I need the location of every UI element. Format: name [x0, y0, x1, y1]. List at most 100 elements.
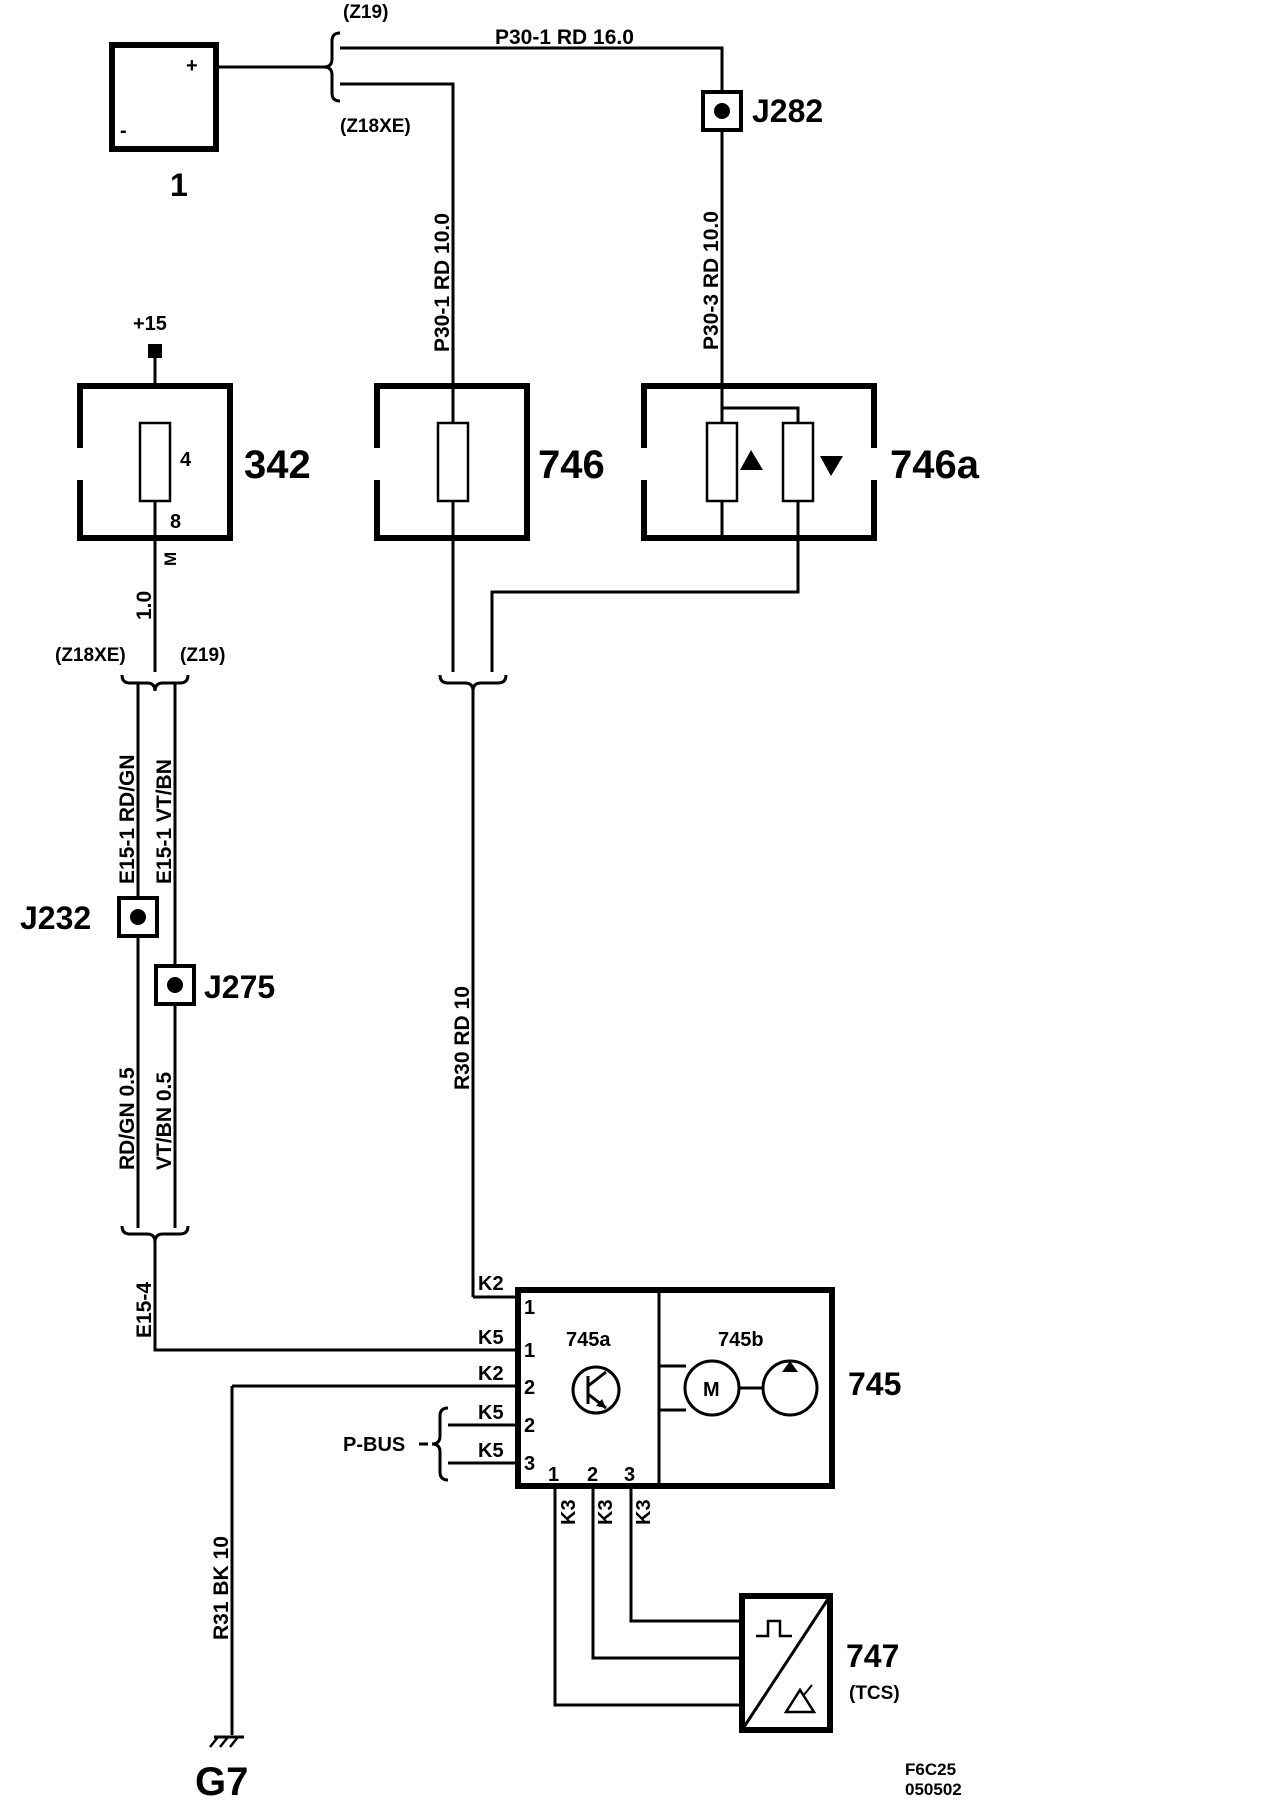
- unit-745-left-pins: K2 1 K5 1 K2 2 K5 2 K5 3: [232, 1273, 535, 1475]
- fuse-746: 746: [368, 383, 605, 541]
- relay-746a: 746a: [635, 383, 980, 541]
- pbus-label: P-BUS: [343, 1434, 405, 1456]
- wire-label-e15-vtbn: E15-1 VT/BN: [153, 759, 176, 884]
- ground-g7-label: G7: [195, 1760, 248, 1800]
- variant-brace-top: [323, 31, 341, 103]
- unit-745-bottom-pins: 1 2 3 K3 K3 K3: [548, 1464, 655, 1525]
- battery: + - 1: [109, 42, 219, 203]
- battery-minus-label: -: [120, 120, 127, 142]
- fuse-746-id: 746: [538, 443, 605, 487]
- sensor-747-sub: (TCS): [849, 1683, 900, 1704]
- pin-num-k3-2: 2: [587, 1464, 598, 1486]
- pin-conn-k2-1: K2: [478, 1273, 504, 1295]
- unit-745-id: 745: [848, 1366, 901, 1402]
- arrow-up-icon: [740, 450, 763, 470]
- fuse-746-gap-left: [368, 448, 386, 480]
- unit-745b-label: 745b: [718, 1329, 764, 1351]
- pin-conn-k5-3: K5: [478, 1440, 504, 1462]
- sensor-747: 747 (TCS): [739, 1593, 900, 1733]
- sensor-747-diagonal: [740, 1595, 832, 1731]
- wire-p30-1-10: [340, 82, 455, 384]
- variant-brace-mid: [120, 674, 190, 692]
- wire-label-r31: R31 BK 10: [210, 1536, 233, 1640]
- fuse-342-element: [138, 421, 172, 503]
- wire-e15-4: [153, 1242, 516, 1352]
- junction-j282: J282: [701, 90, 823, 132]
- ground-icon: [209, 1735, 244, 1748]
- wire-label-left-vertical: P30-1 RD 10.0: [431, 213, 454, 352]
- junction-j275-box: [154, 964, 196, 1006]
- pbus-brace: [431, 1406, 449, 1482]
- wire-k3-1: [553, 1488, 742, 1707]
- arrow-down-icon: [820, 456, 843, 476]
- junction-j282-label: J282: [752, 93, 823, 129]
- wire-label-right-vertical: P30-3 RD 10.0: [700, 211, 723, 350]
- wire-label-rdgn-05: RD/GN 0.5: [116, 1067, 139, 1170]
- pin-conn-k3-1: K3: [558, 1499, 580, 1525]
- motor-label: M: [703, 1379, 720, 1401]
- wire-k3-3: [629, 1488, 742, 1623]
- junction-j232-dot: [130, 909, 146, 925]
- relay-746a-element-up: [705, 421, 739, 503]
- ign-supply-label: +15: [133, 313, 167, 335]
- fuse-342-id: 342: [244, 443, 311, 487]
- junction-j282-dot: [714, 103, 730, 119]
- variant-top-z19: (Z19): [343, 2, 388, 23]
- variant-top-z18xe: (Z18XE): [340, 116, 411, 137]
- battery-plus-label: +: [186, 55, 198, 77]
- footer-date: 050502: [905, 1780, 962, 1799]
- pin-num-k2-1: 1: [524, 1297, 535, 1319]
- fuse-342-marker: M: [161, 552, 180, 566]
- relay-746a-gap-left: [635, 448, 653, 480]
- pin-conn-k5-2: K5: [478, 1402, 504, 1424]
- fuse-342-pin-top: 4: [180, 449, 192, 471]
- wire-label-top-horizontal: P30-1 RD 16.0: [495, 26, 634, 49]
- relay-746a-element-down: [781, 421, 815, 503]
- pin-num-k5-1: 1: [524, 1340, 535, 1362]
- transistor-icon: [571, 1365, 621, 1415]
- pump-arrow-icon: [782, 1361, 798, 1372]
- fuse-342-gap-left: [71, 448, 89, 480]
- wire-label-r30: R30 RD 10: [451, 986, 474, 1090]
- pin-num-k5-2: 2: [524, 1415, 535, 1437]
- wire-label-e15-4: E15-4: [133, 1282, 156, 1338]
- wire-p30-1-16: [340, 46, 724, 96]
- relay-746a-id: 746a: [890, 443, 980, 487]
- wire-label-vtbn-05: VT/BN 0.5: [153, 1072, 176, 1170]
- sensor-747-id: 747: [846, 1638, 899, 1674]
- pin-conn-k5-1: K5: [478, 1327, 504, 1349]
- variant-mid-z18xe: (Z18XE): [55, 645, 126, 666]
- junction-j275: J275: [154, 964, 275, 1006]
- pin-conn-k3-2: K3: [595, 1499, 617, 1525]
- fuse-342: 4 8 342: [71, 383, 311, 541]
- variant-mid-z19: (Z19): [180, 645, 225, 666]
- pin-num-k5-3: 3: [524, 1453, 535, 1475]
- footer-code: F6C25: [905, 1760, 956, 1779]
- battery-box: [109, 42, 219, 152]
- relay-746a-gap-right: [865, 448, 883, 480]
- wire-label-e15-rdgn: E15-1 RD/GN: [116, 754, 139, 884]
- battery-id: 1: [170, 167, 188, 203]
- merge-brace-746: [438, 674, 508, 692]
- junction-j232: J232: [20, 896, 159, 938]
- pin-num-k3-1: 1: [548, 1464, 559, 1486]
- unit-745a-label: 745a: [566, 1329, 611, 1351]
- square-wave-icon: [756, 1619, 792, 1638]
- variant-brace-lower: [120, 1225, 190, 1243]
- wire-relay746a-out: [490, 501, 800, 672]
- unit-745: 745 745a 745b M: [515, 1287, 901, 1489]
- wire-k3-2: [591, 1488, 742, 1660]
- pin-num-k2-2: 2: [524, 1377, 535, 1399]
- sensor-triangle-icon: [783, 1684, 817, 1714]
- ign-supply-terminal: [148, 344, 162, 358]
- pin-num-k3-3: 3: [624, 1464, 635, 1486]
- pin-conn-k3-3: K3: [633, 1499, 655, 1525]
- fuse-746-element: [436, 421, 470, 503]
- pin-conn-k2-2: K2: [478, 1363, 504, 1385]
- relay-746a-bridge: [722, 406, 800, 423]
- junction-j275-dot: [167, 977, 183, 993]
- fuse-342-pin-bottom: 8: [170, 511, 181, 533]
- junction-j275-label: J275: [204, 969, 275, 1005]
- wire-label-fuse342-out: 1.0: [133, 591, 156, 620]
